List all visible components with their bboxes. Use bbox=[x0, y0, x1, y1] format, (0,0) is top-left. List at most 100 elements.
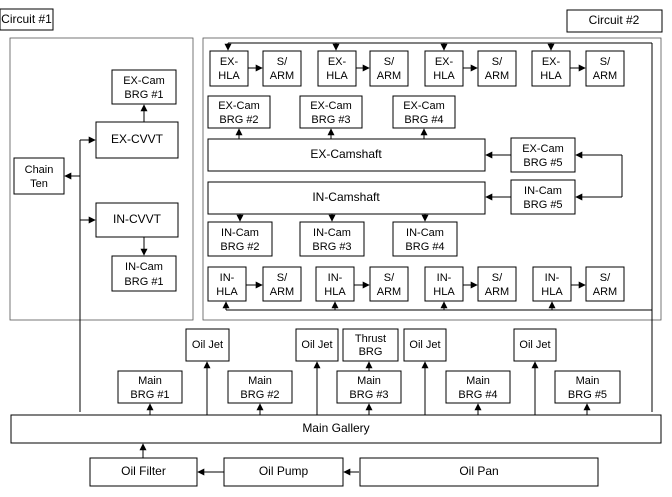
main-brg-5: Main BRG #5 bbox=[554, 370, 621, 404]
svg-text:S/: S/ bbox=[384, 272, 395, 284]
svg-text:EX-: EX- bbox=[435, 56, 454, 68]
chain-ten: Chain Ten bbox=[13, 157, 65, 195]
svg-text:HLA: HLA bbox=[324, 286, 346, 298]
ex-cam-brg-2: EX-Cam BRG #2 bbox=[207, 95, 271, 129]
svg-text:ARM: ARM bbox=[593, 70, 617, 82]
circuit-1-region bbox=[9, 37, 194, 321]
in-cam-brg-2: IN-Cam BRG #2 bbox=[207, 221, 273, 257]
s-arm-in-1: S/ ARM bbox=[262, 266, 302, 302]
svg-text:BRG: BRG bbox=[359, 346, 383, 358]
main-brg-1: Main BRG #1 bbox=[117, 370, 183, 404]
oil-jet-3: Oil Jet bbox=[403, 328, 447, 362]
circuit-2-label: Circuit #2 bbox=[589, 13, 640, 27]
svg-text:BRG #1: BRG #1 bbox=[130, 389, 169, 401]
svg-text:Main: Main bbox=[138, 375, 162, 387]
svg-text:BRG #3: BRG #3 bbox=[311, 114, 350, 126]
in-hla-2: IN- HLA bbox=[315, 266, 355, 302]
svg-text:BRG #2: BRG #2 bbox=[219, 114, 258, 126]
svg-text:ARM: ARM bbox=[485, 286, 509, 298]
svg-text:Main: Main bbox=[357, 375, 381, 387]
thrust-brg: Thrust BRG bbox=[342, 328, 399, 362]
svg-text:HLA: HLA bbox=[216, 286, 238, 298]
in-hla-3: IN- HLA bbox=[424, 266, 464, 302]
svg-text:BRG #1: BRG #1 bbox=[124, 89, 163, 101]
oil-pan: Oil Pan bbox=[359, 457, 599, 487]
in-cvvt: IN-CVVT bbox=[95, 202, 179, 238]
svg-text:Ten: Ten bbox=[30, 178, 48, 190]
s-arm-in-2: S/ ARM bbox=[369, 266, 409, 302]
svg-text:ARM: ARM bbox=[377, 286, 401, 298]
svg-text:HLA: HLA bbox=[433, 70, 455, 82]
svg-text:S/: S/ bbox=[492, 272, 503, 284]
s-arm-ex-1: S/ ARM bbox=[262, 50, 302, 87]
oil-jet-1: Oil Jet bbox=[185, 328, 230, 362]
circuit-2-region bbox=[202, 37, 662, 321]
in-hla-1: IN- HLA bbox=[207, 266, 247, 302]
svg-text:IN-Camshaft: IN-Camshaft bbox=[312, 190, 380, 204]
svg-text:HLA: HLA bbox=[540, 70, 562, 82]
s-arm-in-4: S/ ARM bbox=[585, 266, 625, 302]
svg-text:Main: Main bbox=[576, 375, 600, 387]
svg-text:S/: S/ bbox=[600, 56, 611, 68]
svg-text:Main: Main bbox=[466, 375, 490, 387]
svg-text:IN-Cam: IN-Cam bbox=[313, 227, 351, 239]
ex-cam-brg-3: EX-Cam BRG #3 bbox=[299, 95, 363, 129]
svg-text:EX-: EX- bbox=[328, 56, 347, 68]
svg-text:S/: S/ bbox=[600, 272, 611, 284]
svg-text:BRG #1: BRG #1 bbox=[124, 276, 163, 288]
svg-text:Main Gallery: Main Gallery bbox=[302, 421, 369, 435]
svg-text:BRG #2: BRG #2 bbox=[240, 389, 279, 401]
circuit-2-connectors bbox=[222, 42, 653, 412]
svg-text:S/: S/ bbox=[277, 56, 288, 68]
svg-text:S/: S/ bbox=[277, 272, 288, 284]
svg-text:Main: Main bbox=[248, 375, 272, 387]
ex-hla-2: EX- HLA bbox=[317, 50, 357, 87]
svg-text:Chain: Chain bbox=[25, 164, 54, 176]
svg-text:Thrust: Thrust bbox=[355, 333, 386, 345]
svg-text:S/: S/ bbox=[492, 56, 503, 68]
ex-hla-4: EX- HLA bbox=[531, 50, 571, 87]
oil-jet-2: Oil Jet bbox=[295, 328, 339, 362]
in-cam-brg-4: IN-Cam BRG #4 bbox=[392, 221, 458, 257]
svg-text:HLA: HLA bbox=[541, 286, 563, 298]
svg-text:S/: S/ bbox=[384, 56, 395, 68]
circuit-1-label-box bbox=[0, 8, 54, 31]
svg-text:IN-CVVT: IN-CVVT bbox=[113, 212, 162, 226]
in-cam-brg-5: IN-Cam BRG #5 bbox=[510, 179, 576, 215]
in-camshaft: IN-Camshaft bbox=[207, 181, 486, 215]
svg-text:ARM: ARM bbox=[270, 286, 294, 298]
svg-text:HLA: HLA bbox=[218, 70, 240, 82]
svg-text:Oil Pan: Oil Pan bbox=[459, 464, 498, 478]
svg-text:BRG #4: BRG #4 bbox=[405, 241, 444, 253]
ex-hla-3: EX- HLA bbox=[424, 50, 464, 87]
oil-filter: Oil Filter bbox=[89, 457, 198, 487]
svg-text:IN-: IN- bbox=[220, 272, 235, 284]
oil-pump: Oil Pump bbox=[223, 457, 344, 487]
s-arm-ex-4: S/ ARM bbox=[585, 50, 625, 87]
svg-text:EX-Camshaft: EX-Camshaft bbox=[310, 147, 382, 161]
svg-text:EX-: EX- bbox=[542, 56, 561, 68]
ex-cam-brg-5: EX-Cam BRG #5 bbox=[510, 137, 576, 173]
circuit-2-label-box bbox=[566, 9, 663, 33]
svg-text:IN-Cam: IN-Cam bbox=[125, 261, 163, 273]
ex-cvvt: EX-CVVT bbox=[95, 121, 179, 159]
svg-text:ARM: ARM bbox=[485, 70, 509, 82]
svg-text:IN-Cam: IN-Cam bbox=[221, 227, 259, 239]
svg-text:Oil Pump: Oil Pump bbox=[259, 464, 309, 478]
svg-text:EX-: EX- bbox=[220, 56, 239, 68]
svg-text:BRG #4: BRG #4 bbox=[458, 389, 497, 401]
svg-text:EX-CVVT: EX-CVVT bbox=[111, 132, 164, 146]
svg-text:EX-Cam: EX-Cam bbox=[403, 100, 445, 112]
svg-text:ARM: ARM bbox=[377, 70, 401, 82]
svg-text:BRG #2: BRG #2 bbox=[220, 241, 259, 253]
in-cam-brg-3: IN-Cam BRG #3 bbox=[299, 221, 365, 257]
svg-text:Oil Jet: Oil Jet bbox=[409, 339, 440, 351]
svg-text:ARM: ARM bbox=[270, 70, 294, 82]
svg-text:EX-Cam: EX-Cam bbox=[310, 100, 352, 112]
ex-hla-1: EX- HLA bbox=[209, 50, 249, 87]
svg-text:BRG #4: BRG #4 bbox=[404, 114, 443, 126]
s-arm-ex-2: S/ ARM bbox=[369, 50, 409, 87]
ex-camshaft: EX-Camshaft bbox=[207, 138, 486, 172]
svg-text:IN-: IN- bbox=[328, 272, 343, 284]
